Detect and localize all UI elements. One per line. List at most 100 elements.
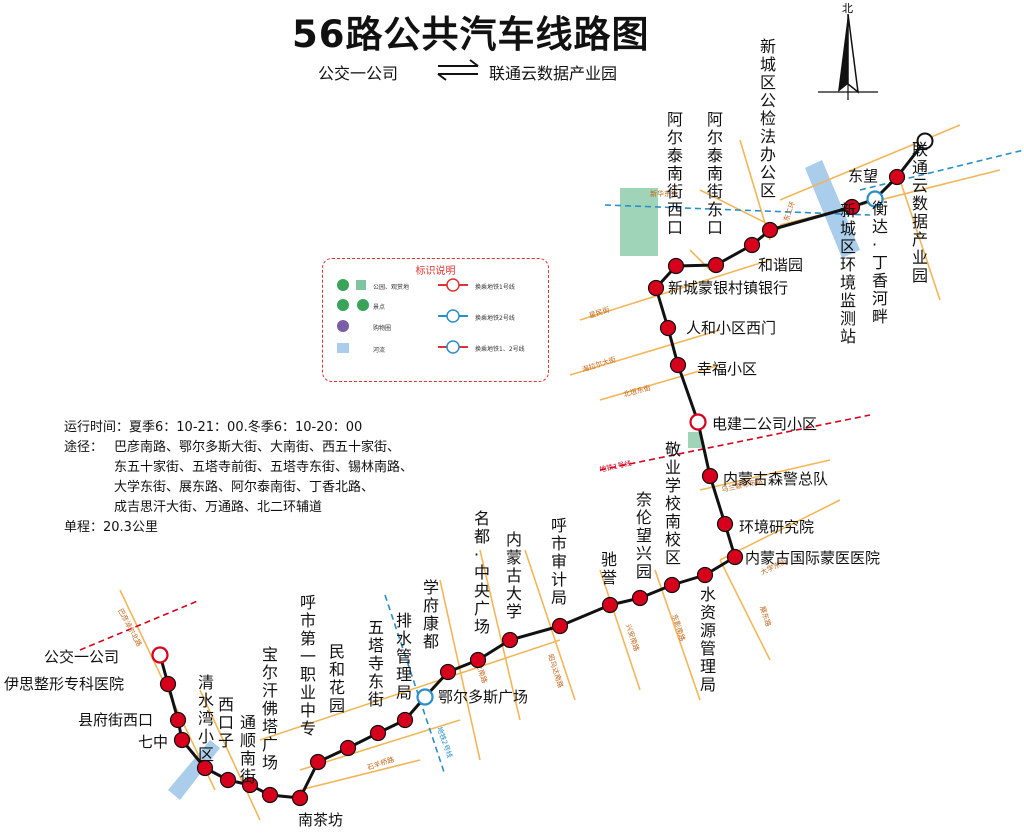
street-label: 地铁2号线 — [435, 726, 455, 760]
north-compass-icon: 北 — [818, 2, 878, 100]
route-distance: 单程：20.3公里 — [64, 520, 158, 535]
bus-stop — [291, 789, 309, 807]
road — [299, 759, 421, 791]
route-via-line: 东五十家街、五塔寺前街、五塔寺东街、锡林南路、 — [114, 460, 414, 475]
map-title: 56路公共汽车线路图 — [292, 13, 650, 56]
stop-label: 水资源管理局 — [700, 585, 716, 694]
bus-stop — [667, 257, 685, 275]
bus-stop — [726, 548, 744, 566]
stop-label: 鄂尔多斯广场 — [438, 688, 528, 706]
road — [719, 559, 771, 661]
legend-title: 标识说明 — [415, 266, 456, 277]
bus-stop — [309, 753, 327, 771]
park-area — [620, 188, 658, 256]
bus-stop — [169, 711, 187, 729]
street-label: 星民街 — [588, 305, 611, 320]
bus-stop — [669, 356, 687, 374]
stop-label: 奈伦望兴园 — [636, 490, 652, 581]
bus-stop — [888, 168, 906, 186]
bus-stop — [501, 631, 519, 649]
bus-stop — [469, 651, 487, 669]
metro-line-1 — [79, 599, 201, 651]
stop-label: 呼市审计局 — [551, 516, 567, 607]
road — [699, 459, 831, 491]
bus-stop — [701, 467, 719, 485]
road — [524, 549, 576, 701]
bidirectional-arrow-icon — [437, 59, 479, 81]
road — [599, 364, 721, 401]
legend: 标识说明 公园、观赏地 景点 购物圈 河流 换乘地铁1号线 换乘地铁2号线 换乘… — [322, 258, 549, 382]
street-label: 昭乌达南路 — [546, 653, 565, 689]
stop-label: 电建二公司小区 — [712, 415, 817, 433]
bus-stop — [663, 576, 681, 594]
north-label: 北 — [842, 2, 853, 15]
stop-label: 学府康都 — [423, 578, 439, 651]
stop-label: 七中 — [138, 733, 168, 751]
stop-label: 名都·中央广场 — [474, 509, 490, 636]
bus-stop — [173, 731, 191, 749]
metro-transfer-stop — [866, 190, 884, 208]
bus-stop — [647, 279, 665, 297]
stop-label: 新城蒙银村镇银行 — [668, 279, 788, 297]
road — [779, 124, 961, 201]
route-via-label: 途径： — [64, 440, 104, 455]
metro-transfer-stop — [416, 688, 434, 706]
legend-item: 换乘地铁2号线 — [475, 315, 515, 322]
bus-stop — [219, 771, 237, 789]
metro-transfer-2-icon — [438, 309, 468, 323]
stop-label: 敬业学校南校区 — [665, 440, 681, 567]
bus-stop — [551, 617, 569, 635]
shopping-icon — [337, 320, 349, 332]
legend-item: 景点 — [373, 304, 386, 311]
bus-stop — [196, 759, 214, 777]
legend-item: 河流 — [373, 347, 386, 354]
metro-transfer-1-icon — [438, 278, 468, 292]
road — [719, 499, 841, 561]
bus-stop — [396, 711, 414, 729]
bus-stop — [659, 319, 677, 337]
stop-label: 驰誉 — [601, 550, 617, 587]
terminal-stop — [916, 132, 934, 150]
street-label: 东二环 — [781, 200, 797, 223]
stop-label: 内蒙古大学 — [506, 530, 522, 621]
street-label: 东影南路 — [670, 613, 687, 642]
bus-stop — [696, 566, 714, 584]
stop-label: 新城区环境监测站 — [840, 201, 856, 346]
bus-stop — [716, 515, 734, 533]
legend-item: 公园、观赏地 — [373, 284, 410, 291]
road — [654, 569, 701, 701]
road — [479, 549, 521, 721]
legend-swatches — [337, 278, 468, 354]
stop-label: 阿尔泰南街西口 — [667, 110, 683, 237]
bus-stop — [369, 724, 387, 742]
stop-label: 五塔寺东街 — [368, 618, 384, 709]
park-icon — [337, 279, 349, 291]
bus-stop — [339, 739, 357, 757]
stop-label: 阿尔泰南街东口 — [707, 110, 723, 237]
stop-label: 南茶坊 — [298, 811, 343, 829]
stop-label: 人和小区西门 — [686, 319, 776, 337]
road — [569, 329, 721, 376]
direction-from: 公交一公司 — [318, 64, 399, 83]
road — [259, 639, 561, 741]
stop-label: 呼市第一职业中专 — [300, 593, 316, 738]
stop-label: 东望 — [848, 167, 878, 185]
river — [168, 740, 220, 800]
route-via-line: 成吉思汗大街、万通路、北二环辅道 — [114, 500, 323, 515]
scenic-spot-icon — [357, 299, 369, 311]
street-label: 地铁1号线 — [599, 458, 633, 474]
route-via-line: 巴彦南路、鄂尔多斯大街、大南街、西五十家街、 — [114, 440, 401, 455]
operating-hours: 运行时间：夏季6：10-21：00.冬季6：10-20：00 — [64, 420, 363, 435]
road — [739, 139, 771, 241]
road — [299, 719, 461, 771]
metro-transfer-12-icon — [438, 340, 468, 354]
stop-label: 县府街西口 — [78, 711, 153, 729]
stop-label: 公交一公司 — [44, 648, 119, 666]
street-label: 新华东街 — [650, 189, 678, 198]
stop-label: 幸福小区 — [697, 360, 757, 378]
legend-item: 换乘地铁1、2号线 — [475, 346, 525, 353]
stop-label: 宝尔汗佛塔广场 — [262, 645, 278, 772]
bus-stop — [707, 256, 725, 274]
street-label: 展东路 — [758, 605, 773, 628]
